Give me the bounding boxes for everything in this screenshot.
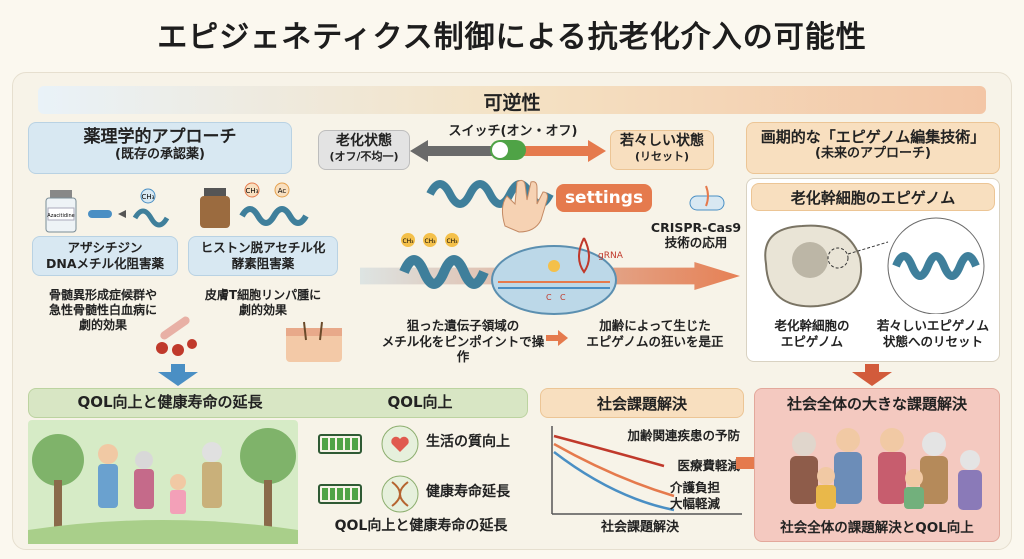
- pharma-header-box: 薬理学的アプローチ (既存の承認薬): [28, 122, 292, 174]
- ch3-mark: CH₃: [246, 187, 259, 195]
- svg-text:C: C: [560, 293, 566, 302]
- reversibility-label: 可逆性: [483, 92, 541, 114]
- dna-health-icon: [381, 475, 419, 513]
- society-header: 社会全体の大きな課題解決: [786, 395, 967, 413]
- switch-arrows: [410, 140, 606, 162]
- skin-icon: [286, 321, 342, 362]
- future-subheader: (未来のアプローチ): [815, 146, 931, 161]
- correct-text: 加齢によって生じた エピゲノムの狂いを是正: [586, 318, 724, 349]
- pharma-down-arrow: [158, 364, 198, 386]
- future-down-arrow: [852, 364, 892, 386]
- bone-blood-icon: [156, 316, 197, 356]
- drug1-effect: 骨髄異形成症候群や 急性骨髄性白血病に 劇的効果: [48, 288, 157, 332]
- drug2-name: ヒストン脱アセチル化: [200, 240, 326, 255]
- qol-main-header: QOL向上と健康寿命の延長: [77, 393, 263, 411]
- young-state-sub: (リセット): [634, 149, 690, 163]
- society-family-illustration: [790, 428, 982, 510]
- reversibility-bar: [38, 86, 986, 114]
- qol-footer: QOL向上と健康寿命の延長: [334, 518, 508, 534]
- svg-text:CH₃: CH₃: [424, 238, 436, 245]
- cell-label: 老化幹細胞の エピゲノム: [774, 318, 850, 349]
- aged-state: 老化状態: [336, 133, 392, 149]
- future-header-box: 画期的な「エピゲノム編集技術」 (未来のアプローチ): [746, 122, 1000, 174]
- drug1-name: アザシチジン: [67, 240, 143, 255]
- social-line3: 介護負担: [669, 480, 720, 495]
- drug1-box: アザシチジン DNAメチル化阻害薬: [32, 236, 178, 276]
- pharma-subheader: (既存の承認薬): [115, 147, 205, 163]
- family-illustration: [28, 420, 298, 544]
- panel-title: 老化幹細胞のエピゲノム: [751, 183, 995, 211]
- ac-mark: Ac: [278, 187, 287, 195]
- drug2-class: 酵素阻害薬: [231, 255, 295, 271]
- pharma-header: 薬理学的アプローチ: [83, 127, 237, 147]
- battery-icon-1: [318, 434, 362, 454]
- grna-label: gRNA: [598, 251, 624, 261]
- svg-text:CH₃: CH₃: [402, 238, 414, 245]
- social-line2: 医療費軽減: [677, 458, 740, 473]
- society-footer: 社会全体の課題解決とQOL向上: [780, 520, 974, 536]
- aged-state-sub: (オフ/不均一): [329, 149, 399, 163]
- hand-icon: [501, 179, 548, 233]
- crispr-label: CRISPR-Cas9 技術の応用: [650, 220, 742, 250]
- qol-header-box: [28, 388, 528, 418]
- qol-item-2: 健康寿命延長: [426, 484, 510, 500]
- switch-label: スイッチ(オン・オフ): [448, 124, 578, 139]
- social-line1: 加齢関連疾患の予防: [627, 428, 740, 443]
- reset-label: 若々しいエピゲノム 状態へのリセット: [876, 318, 990, 349]
- future-header: 画期的な「エピゲノム編集技術」: [760, 128, 986, 146]
- stem-cell-icon: [764, 217, 985, 314]
- social-footer: 社会課題解決: [600, 520, 679, 535]
- qol-header: QOL向上: [387, 393, 453, 411]
- settings-button[interactable]: settings: [556, 184, 652, 212]
- vial-text: Azacitidine: [47, 213, 74, 219]
- social-header: 社会課題解決: [540, 388, 744, 418]
- social-line4: 大幅軽減: [669, 496, 720, 511]
- heart-hands-icon: [381, 425, 419, 463]
- young-state-box: 若々しい状態 (リセット): [610, 130, 714, 170]
- svg-text:C: C: [546, 293, 552, 302]
- page-title: エピジェネティクス制御による抗老化介入の可能性: [157, 20, 867, 55]
- azacitidine-vial-icon: Azacitidine CH₃: [45, 188, 170, 233]
- young-state: 若々しい状態: [620, 133, 704, 149]
- drug2-effect: 皮膚T細胞リンパ腫に 劇的効果: [204, 288, 322, 317]
- target-text: 狙った遺伝子領域の メチル化をピンポイントで操作: [381, 318, 545, 365]
- qol-item-1: 生活の質向上: [426, 434, 510, 450]
- crispr-scissors-icon: [689, 185, 725, 211]
- battery-icon-2: [318, 484, 362, 504]
- target-arrow: [546, 330, 568, 346]
- hdac-inhibitor-icon: CH₃ Ac: [200, 182, 309, 228]
- social-trend-graph: [551, 426, 742, 515]
- drug2-box: ヒストン脱アセチル化 酵素阻害薬: [188, 236, 338, 276]
- crispr-editing-icon: CH₃ CH₃ CH₃ gRNA C C: [399, 233, 624, 315]
- svg-text:CH₃: CH₃: [142, 193, 155, 201]
- svg-text:CH₃: CH₃: [446, 238, 458, 245]
- drug1-class: DNAメチル化阻害薬: [45, 255, 164, 271]
- aged-state-box: 老化状態 (オフ/不均一): [318, 130, 410, 170]
